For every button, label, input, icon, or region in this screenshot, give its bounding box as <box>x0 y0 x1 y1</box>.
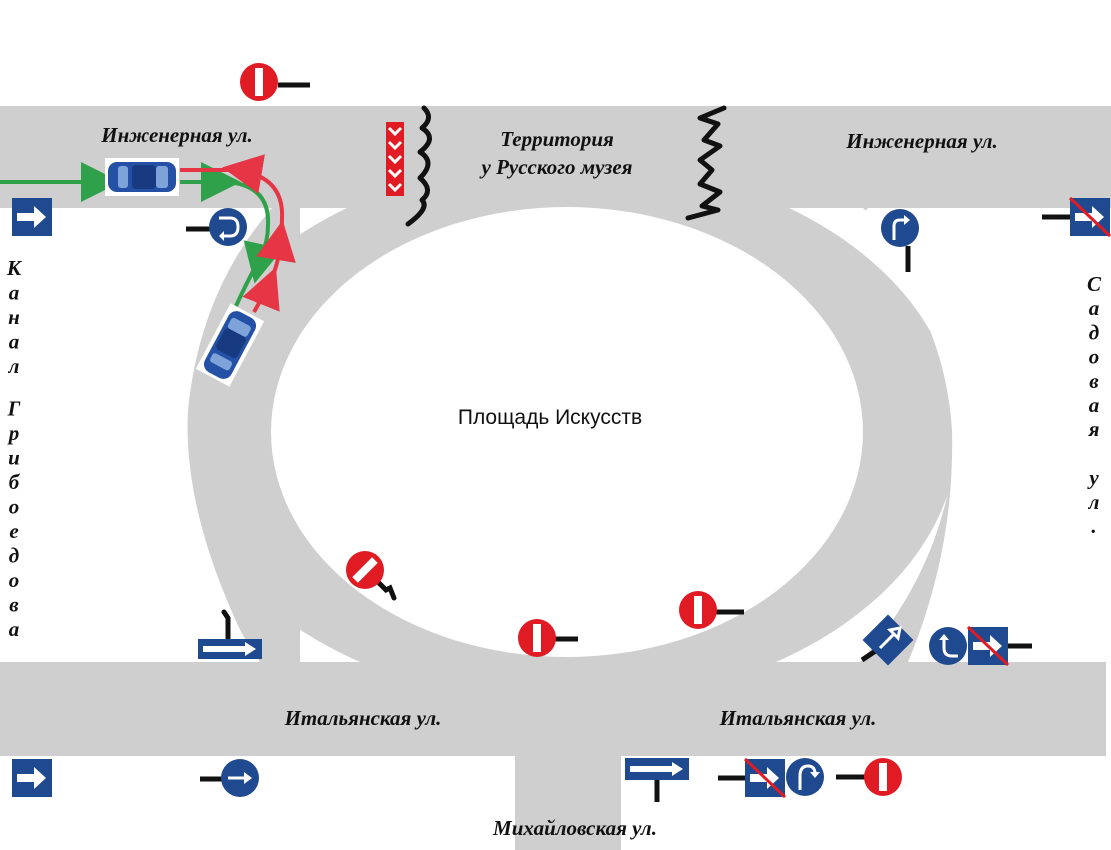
curb-cutout-east <box>864 208 1111 662</box>
no-entry-sign-top <box>240 63 310 101</box>
u-turn-sign-bottom <box>786 758 824 796</box>
no-entry-sign-bottom-right <box>836 758 902 796</box>
street-label-inzhenernaya-west: Инженерная ул. <box>100 123 253 147</box>
square-label: Площадь Искусств <box>458 406 642 429</box>
no-entry-sign-south-center <box>518 619 578 657</box>
roundabout-inner <box>271 207 863 657</box>
street-label-italyanskaya-east: Итальянская ул. <box>719 706 877 730</box>
street-label-territory-line1: Территория <box>500 127 614 151</box>
chevron-board-sign <box>386 122 404 196</box>
car-icon-turning <box>195 303 265 387</box>
car-icon-top <box>105 158 179 196</box>
one-way-sign-west <box>12 198 52 236</box>
no-entry-sign-angled <box>346 551 397 601</box>
road-crack-left <box>405 105 432 227</box>
one-way-board-sign-south-west <box>198 609 262 659</box>
curb-cutout-south-west <box>0 756 515 850</box>
u-turn-sign-inzhenernaya <box>186 208 247 246</box>
street-label-inzhenernaya-east: Инженерная ул. <box>845 129 998 153</box>
street-label-italyanskaya-west: Итальянская ул. <box>284 706 442 730</box>
curb-cutout-west <box>0 208 272 662</box>
road-crack-right <box>685 105 727 221</box>
one-way-end-sign-bottom <box>718 757 787 799</box>
turn-right-sign-east <box>881 209 919 272</box>
one-way-sign-bottom-left <box>12 759 52 797</box>
one-way-end-sign-east <box>1042 196 1111 238</box>
street-label-territory-line2: у Русского музея <box>479 155 633 179</box>
street-label-mikhaylovskaya: Михайловская ул. <box>492 816 657 840</box>
route-red <box>180 154 296 313</box>
circle-arrow-sign <box>200 759 259 797</box>
one-way-board-sign-bottom <box>625 758 689 802</box>
no-entry-sign-south-east <box>679 591 744 629</box>
diamond-arrow-sign <box>860 614 914 666</box>
road-connector-west <box>180 205 300 662</box>
road-connector-east <box>860 205 960 662</box>
one-way-end-sign-south-east <box>966 625 1032 667</box>
road-mikhaylovskaya <box>515 740 621 850</box>
u-turn-left-sign <box>929 627 967 665</box>
